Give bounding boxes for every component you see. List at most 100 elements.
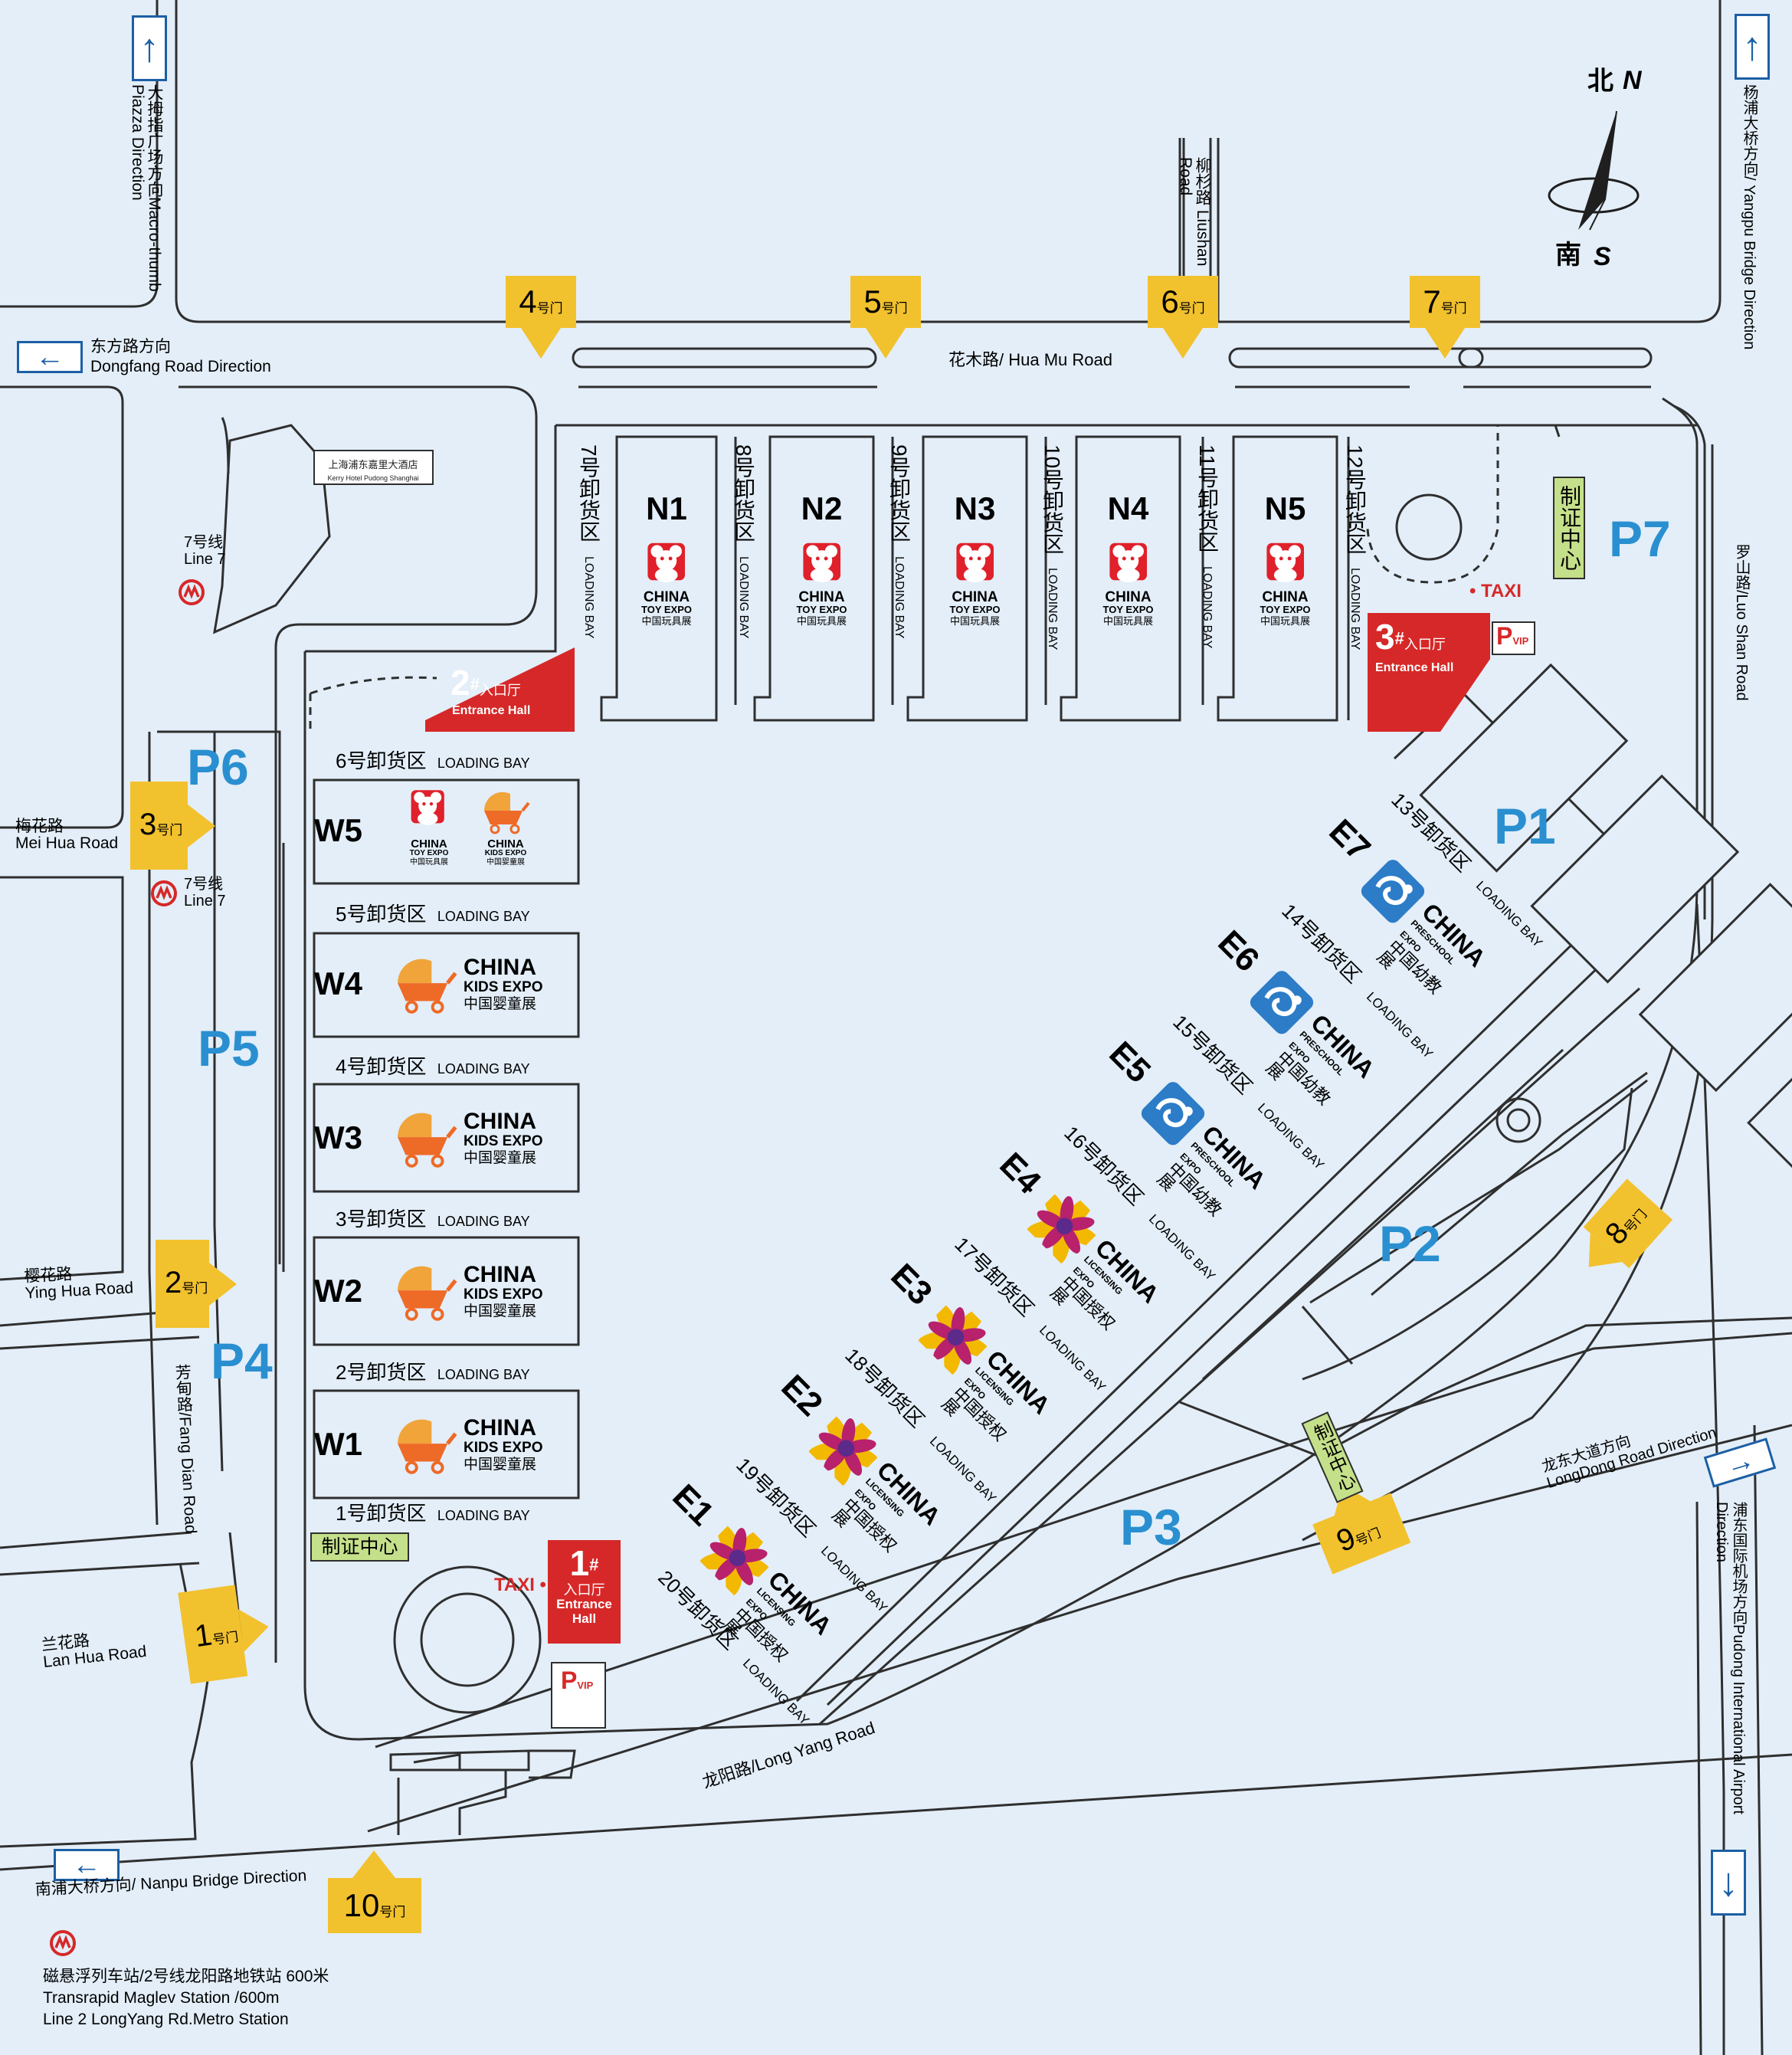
gate-7[interactable]: 7号门 [1410, 276, 1480, 360]
loading-bay-9: 9号卸货区LOADING BAY [887, 444, 911, 638]
metro-icon [50, 1930, 76, 1956]
north-arrow [1548, 110, 1640, 231]
parking-p1[interactable]: P1 [1494, 798, 1556, 854]
left-arrow-icon: ← [17, 341, 83, 373]
taxi-stand-west[interactable]: TAXI • [494, 1575, 546, 1595]
kids-expo-logo [482, 790, 530, 834]
gate-6[interactable]: 6号门 [1148, 276, 1218, 360]
kids-expo-logo [391, 1417, 460, 1478]
kerry-hotel: 上海浦东嘉里大酒店 Kerry Hotel Pudong Shanghai [213, 424, 434, 634]
loading-bay-10: 10号卸货区LOADING BAY [1040, 444, 1064, 651]
parking-p2[interactable]: P2 [1379, 1215, 1441, 1272]
down-arrow-icon [1425, 328, 1465, 359]
metro-icon [179, 579, 205, 605]
gate-2[interactable]: 2号门 [156, 1240, 244, 1328]
entrance-hall-3[interactable]: 3#入口厅 Entrance Hall [1375, 617, 1454, 674]
compass-north-cn: 北 [1587, 67, 1613, 96]
hall-w2[interactable]: W2 CHINA KIDS EXPO 中国婴童展 [314, 1237, 578, 1345]
hall-w4[interactable]: W4 CHINA KIDS EXPO 中国婴童展 [314, 933, 578, 1037]
toy-expo-logo [1109, 542, 1147, 582]
parking-p4[interactable]: P4 [211, 1332, 273, 1389]
kids-expo-logo [391, 1263, 460, 1325]
toy-expo-logo [955, 542, 994, 582]
gate-4[interactable]: 4号门 [506, 276, 576, 360]
loading-bay-3: 3号卸货区 LOADING BAY [336, 1208, 530, 1231]
parking-p3[interactable]: P3 [1120, 1499, 1182, 1555]
down-arrow-icon [521, 328, 561, 359]
hall-n5[interactable]: N5 CHINA TOY EXPO 中国玩具展 [1260, 490, 1311, 627]
hall-w1[interactable]: W1 CHINA KIDS EXPO 中国婴童展 [314, 1391, 578, 1498]
road-label-macro-thumb: 大拇指广场方向Macro-thumb Piazza Direction [129, 84, 163, 292]
cert-center-east[interactable]: 制证中心 [1301, 1411, 1364, 1503]
west-halls [313, 778, 580, 1499]
up-arrow-icon: ↑ [1735, 14, 1770, 80]
loading-bay-11: 11号卸货区LOADING BAY [1195, 444, 1219, 649]
hall-n1[interactable]: N1 CHINA TOY EXPO 中国玩具展 [641, 490, 692, 627]
metro-icon [151, 880, 177, 906]
taxi-stand-east[interactable]: • TAXI [1469, 581, 1522, 601]
down-arrow-icon [1163, 328, 1203, 359]
compass-north-en: N [1623, 66, 1642, 95]
up-arrow-icon: ↑ [132, 15, 167, 81]
metro-station-info: 磁悬浮列车站/2号线龙阳路地铁站 600米 Transrapid Maglev … [43, 1968, 329, 2028]
hall-w3[interactable]: W3 CHINA KIDS EXPO 中国婴童展 [314, 1084, 578, 1191]
hotel-name-cn: 上海浦东嘉里大酒店 [328, 459, 418, 470]
right-arrow-icon [238, 1605, 272, 1652]
toy-expo-logo [1266, 542, 1304, 582]
down-arrow-icon: ↓ [1711, 1850, 1746, 1916]
cert-center-west[interactable]: 制证中心 [310, 1532, 409, 1562]
parking-p6[interactable]: P6 [187, 739, 249, 795]
cert-center-north[interactable]: 制证中心 [1553, 477, 1585, 579]
vip-parking-east[interactable]: PVIP [1496, 622, 1529, 650]
toy-expo-logo [411, 790, 444, 825]
parking-p7[interactable]: P7 [1609, 510, 1671, 567]
entrance-halls [425, 613, 1535, 1729]
gate-3[interactable]: 3号门 [130, 782, 218, 870]
loading-bay-5: 5号卸货区 LOADING BAY [336, 903, 530, 926]
road-label-luoshan: 罗山路/Luo Shan Road [1733, 544, 1750, 701]
dashed-lanes [309, 424, 1499, 732]
vip-parking-west[interactable]: PVIP [561, 1667, 594, 1694]
right-arrow-icon [188, 805, 215, 847]
entrance-roundabout [393, 493, 1463, 1714]
parking-p5[interactable]: P5 [198, 1020, 260, 1077]
gate-5[interactable]: 5号门 [850, 276, 921, 360]
east-halls [1419, 663, 1792, 1201]
up-arrow-icon [352, 1850, 395, 1878]
road-label-fangdian: 芳甸路/Fang Dian Road [172, 1363, 200, 1535]
loading-bay-4: 4号卸货区 LOADING BAY [336, 1055, 530, 1078]
hall-n3[interactable]: N3 CHINA TOY EXPO 中国玩具展 [949, 490, 1001, 627]
gate-9[interactable]: 9号门 [1306, 1473, 1422, 1585]
toy-expo-logo [647, 542, 685, 582]
toy-expo-logo [802, 542, 840, 582]
road-label-liushan: 柳杉路 Liushan Road [1177, 157, 1211, 267]
left-arrow-icon: ← [54, 1849, 120, 1881]
loading-bay-12: 12号卸货区LOADING BAY [1343, 444, 1367, 651]
hall-n4[interactable]: N4 CHINA TOY EXPO 中国玩具展 [1102, 490, 1154, 627]
hotel-name-en: Kerry Hotel Pudong Shanghai [327, 474, 418, 482]
loading-bay-6: 6号卸货区 LOADING BAY [336, 749, 530, 772]
hall-w5[interactable]: W5 CHINA TOY EXPO 中国玩具展 CHINA KIDS EXPO … [314, 780, 578, 883]
gate-8[interactable]: 8号门 [1572, 1143, 1707, 1282]
loading-bay-8: 8号卸货区LOADING BAY [732, 444, 755, 638]
gate-1[interactable]: 1号门 [178, 1580, 282, 1684]
right-arrow-icon: → [1703, 1437, 1777, 1488]
gate-10[interactable]: 10号门 [328, 1850, 421, 1935]
entrance-hall-2[interactable]: 2#入口厅 Entrance Hall [450, 663, 531, 717]
compass-south-cn: 南 [1555, 241, 1581, 270]
compass-south-en: S [1594, 242, 1611, 271]
hall-n2[interactable]: N2 CHINA TOY EXPO 中国玩具展 [796, 490, 847, 627]
loading-bay-7: 7号卸货区LOADING BAY [577, 444, 601, 638]
kids-expo-logo [391, 1110, 460, 1172]
loading-bay-1: 1号卸货区 LOADING BAY [336, 1502, 530, 1525]
kids-expo-logo [391, 956, 460, 1018]
entrance-hall-1[interactable]: 1# 入口厅 Entrance Hall [556, 1543, 612, 1627]
loading-bay-2: 2号卸货区 LOADING BAY [336, 1361, 530, 1384]
